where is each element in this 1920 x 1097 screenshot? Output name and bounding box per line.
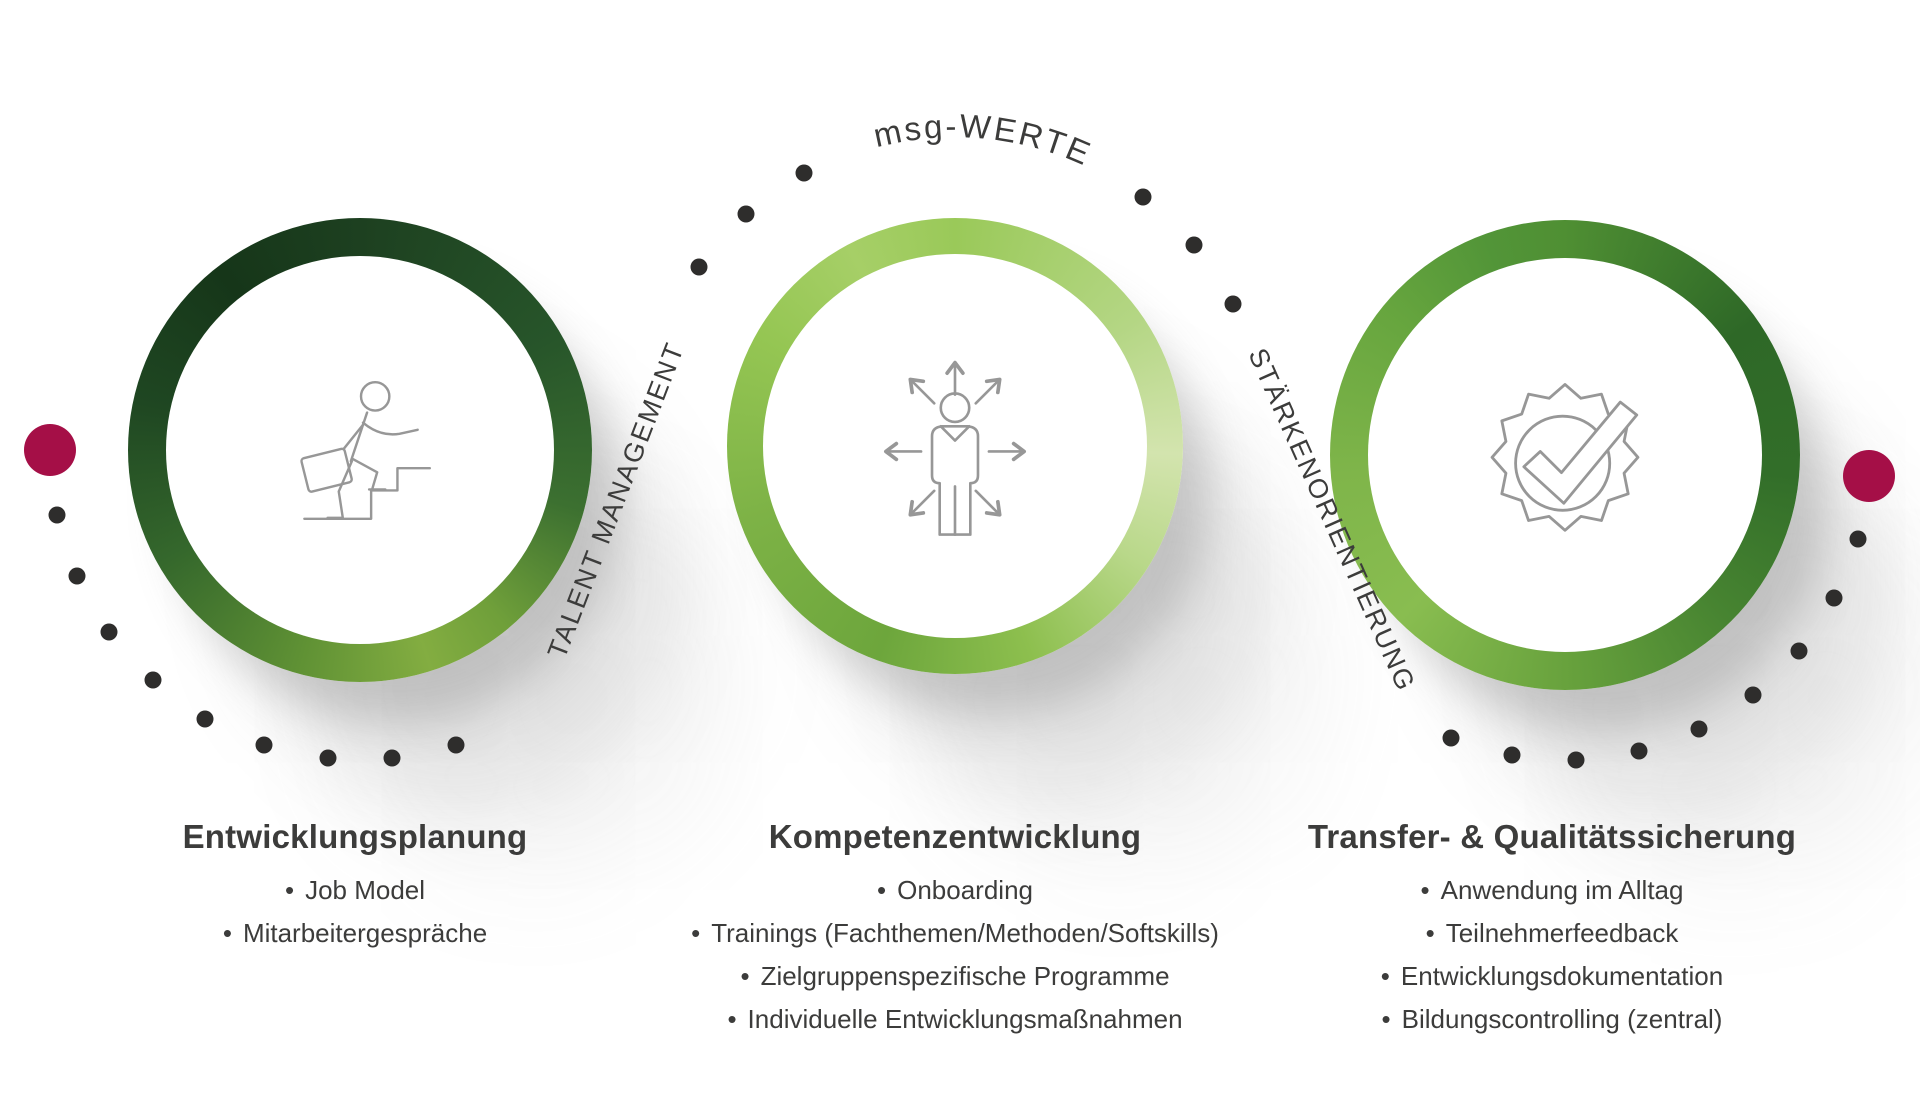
stage-bullet: Mitarbeitergespräche	[105, 912, 605, 955]
stage-bullet: Anwendung im Alltag	[1252, 869, 1852, 912]
stage-title: Entwicklungsplanung	[182, 818, 528, 855]
stage-text-kompetenzentwicklung: Kompetenzentwicklung Onboarding Training…	[655, 818, 1255, 1041]
stage-bullet: Job Model	[105, 869, 605, 912]
stage-title: Transfer- & Qualitätssicherung	[1307, 818, 1797, 855]
stage-circle-kompetenzentwicklung	[727, 218, 1183, 674]
stage-bullet: Teilnehmerfeedback	[1252, 912, 1852, 955]
stage-circle-transfer-qualitaetssicherung	[1330, 220, 1800, 690]
stage-text-entwicklungsplanung: Entwicklungsplanung Job Model Mitarbeite…	[105, 818, 605, 955]
quality-badge-check-icon	[1490, 383, 1640, 532]
accent-dot-left	[24, 424, 76, 476]
stage-bullet: Entwicklungsdokumentation	[1252, 955, 1852, 998]
stage-text-transfer-qualitaetssicherung: Transfer- & Qualitätssicherung Anwendung…	[1252, 818, 1852, 1041]
stage-title: Kompetenzentwicklung	[768, 818, 1142, 855]
orbit-label-msg-werte: msg-WERTE	[870, 107, 1098, 173]
stage-bullet: Onboarding	[655, 869, 1255, 912]
stage-circle-inner	[763, 254, 1147, 638]
person-climbing-stairs-icon	[300, 380, 432, 521]
stage-circle-inner	[166, 256, 554, 644]
stage-bullet: Zielgruppenspezifische Programme	[655, 955, 1255, 998]
person-development-arrows-icon	[884, 360, 1026, 536]
stage-bullet: Individuelle Entwicklungsmaßnahmen	[655, 998, 1255, 1041]
stage-bullet: Bildungscontrolling (zentral)	[1252, 998, 1852, 1041]
stage-bullet: Trainings (Fachthemen/Methoden/Softskill…	[655, 912, 1255, 955]
stage-circle-inner	[1368, 258, 1762, 652]
stage-circle-entwicklungsplanung	[128, 218, 592, 682]
accent-dot-right	[1843, 450, 1895, 502]
